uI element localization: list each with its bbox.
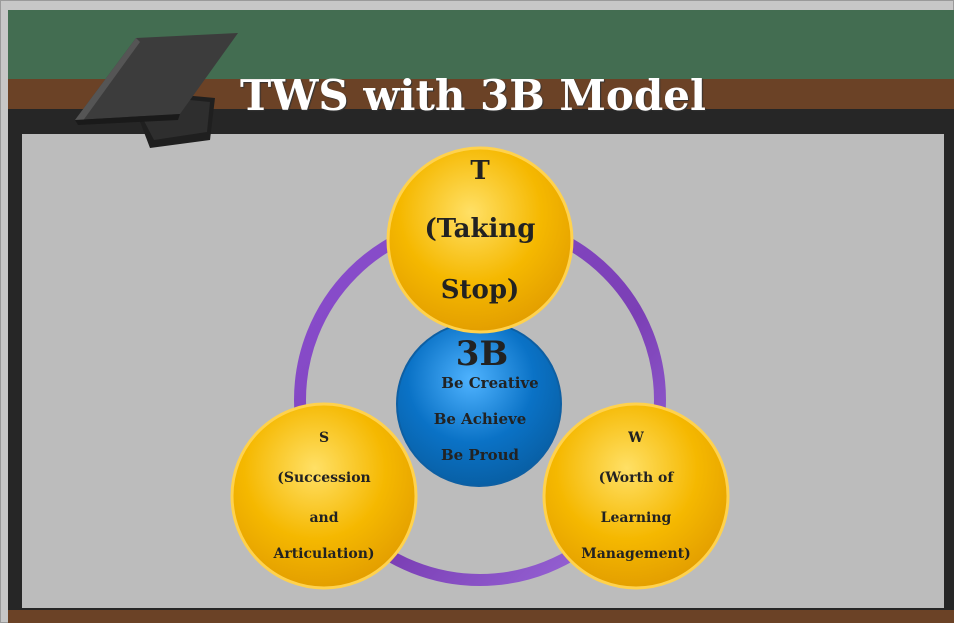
node-t bbox=[386, 146, 574, 334]
node-w-line-1: W bbox=[628, 430, 644, 446]
node-t-line-2: (Taking bbox=[424, 214, 536, 244]
node-s-line-4: Articulation) bbox=[273, 546, 375, 562]
slide-title: TWS with 3B Model bbox=[240, 71, 706, 120]
node-w-line-3: Learning bbox=[600, 510, 672, 526]
board-bottom-ledge bbox=[8, 610, 954, 623]
graduation-cap-icon bbox=[75, 33, 238, 148]
node-w-line-2: (Worth of bbox=[598, 470, 674, 486]
node-t-line-3: Stop) bbox=[440, 275, 520, 305]
node-w-line-4: Management) bbox=[581, 546, 691, 562]
node-s-line-1: S bbox=[318, 430, 330, 446]
node-s-line-3: and bbox=[309, 510, 339, 526]
center-line-3: Be Proud bbox=[440, 446, 520, 464]
node-w bbox=[542, 402, 730, 590]
node-t-line-1: T bbox=[470, 156, 490, 186]
center-line-1: Be Creative bbox=[441, 374, 539, 392]
node-s-line-2: (Succession bbox=[277, 470, 371, 486]
center-line-2: Be Achieve bbox=[433, 410, 527, 428]
node-s bbox=[230, 402, 418, 590]
center-heading: 3B bbox=[455, 334, 509, 374]
